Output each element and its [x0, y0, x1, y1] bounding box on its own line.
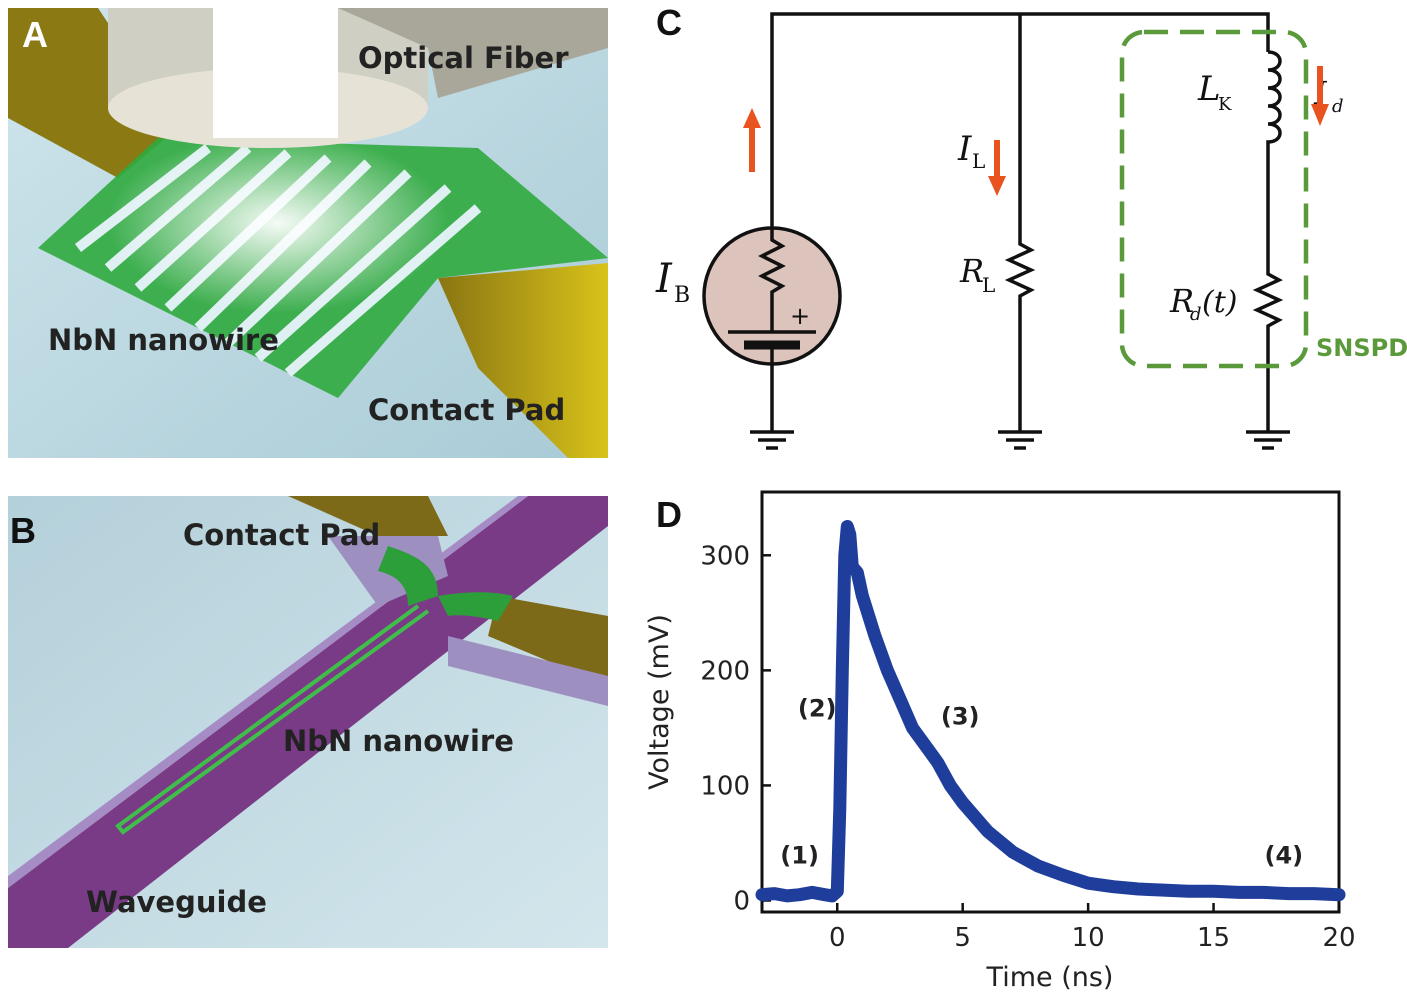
contact-pad-bottom: [438, 263, 608, 458]
y-axis-label: Voltage (mV): [644, 614, 675, 790]
y-tick-label: 100: [700, 771, 750, 801]
series-layer: [755, 520, 1346, 903]
source-resistor: [758, 228, 786, 318]
phase-annotation: (4): [1264, 842, 1303, 870]
phase-annotation: (2): [798, 694, 837, 722]
label-rl: R: [959, 252, 984, 290]
phase-annotation: (1): [780, 842, 819, 870]
y-tick-label: 300: [700, 541, 750, 571]
label-snspd: SNSPD: [1316, 334, 1407, 362]
label-contact-pad-b: Contact Pad: [183, 518, 380, 552]
x-tick-label: 20: [1322, 923, 1355, 953]
panel-letter-d: D: [656, 494, 682, 535]
y-tick-label: 200: [700, 656, 750, 686]
arrow-il: [988, 140, 1006, 196]
panel-letter-c: C: [656, 2, 682, 43]
fiber-core: [213, 8, 338, 138]
nanowire-contact-right: [438, 592, 513, 621]
label-ib: I: [655, 256, 673, 302]
kinetic-inductor: [1266, 50, 1282, 150]
label-optical-fiber: Optical Fiber: [358, 41, 569, 75]
x-axis-label: Time (ns): [986, 962, 1114, 993]
x-tick-label: 0: [829, 923, 846, 953]
hotspot-resistor: [1252, 268, 1284, 330]
panel-b: Contact Pad NbN nanowire Waveguide B: [8, 496, 608, 948]
panel-letter-b: B: [10, 510, 36, 551]
panel-c: C + I B I L R L L K R d (t): [620, 0, 1407, 470]
label-ib-sub: B: [674, 283, 690, 308]
fiber-housing: [338, 8, 608, 98]
label-nbn-nanowire-a: NbN nanowire: [48, 323, 279, 357]
x-tick-label: 15: [1197, 923, 1230, 953]
light-spot: [108, 133, 448, 313]
panel-letter-a: A: [22, 14, 48, 55]
contact-pad-lower: [488, 596, 608, 686]
plot-frame: [760, 490, 1341, 914]
label-il-sub: L: [972, 149, 985, 173]
annotation-layer: (1) (2) (3) (4): [780, 694, 1303, 869]
nanowire-contact-left: [378, 546, 438, 606]
arrow-id: [1311, 66, 1329, 126]
x-tick-label: 5: [954, 923, 971, 953]
label-lk: L: [1197, 69, 1221, 109]
phase-annotation: (3): [941, 702, 980, 730]
label-id-sub: d: [1332, 96, 1344, 117]
voltage-trace: [755, 520, 1346, 903]
contact-pad-top: [8, 8, 178, 178]
ground-symbols: [750, 430, 1290, 450]
label-rd-sub: d: [1190, 304, 1202, 325]
label-rl-sub: L: [982, 273, 995, 297]
label-lk-sub: K: [1218, 94, 1232, 115]
current-arrows: [743, 66, 1329, 196]
pad-step-lower: [448, 636, 608, 706]
label-il: I: [957, 129, 972, 169]
panel-a: Optical Fiber NbN nanowire Contact Pad A: [8, 8, 608, 458]
panel-a-illustration: Optical Fiber NbN nanowire Contact Pad: [8, 8, 608, 458]
plus-sign: +: [790, 302, 810, 330]
circuit-diagram: + I B I L R L L K R d (t) I d SNSPD: [655, 12, 1407, 450]
label-contact-pad-a: Contact Pad: [368, 393, 565, 427]
label-rd: R: [1169, 282, 1194, 320]
label-rd-arg: (t): [1202, 285, 1237, 320]
circuit-wires: [770, 12, 1270, 432]
panel-b-illustration: Contact Pad NbN nanowire Waveguide: [8, 496, 608, 948]
label-nbn-nanowire-b: NbN nanowire: [283, 724, 514, 758]
x-tick-label: 10: [1072, 923, 1105, 953]
y-tick-label: 0: [733, 886, 750, 916]
arrow-ib: [743, 108, 761, 172]
label-waveguide: Waveguide: [86, 885, 267, 919]
contact-pad-upper: [288, 496, 448, 536]
nanowire-hairpin: [115, 604, 430, 835]
load-resistor: [1004, 238, 1036, 300]
